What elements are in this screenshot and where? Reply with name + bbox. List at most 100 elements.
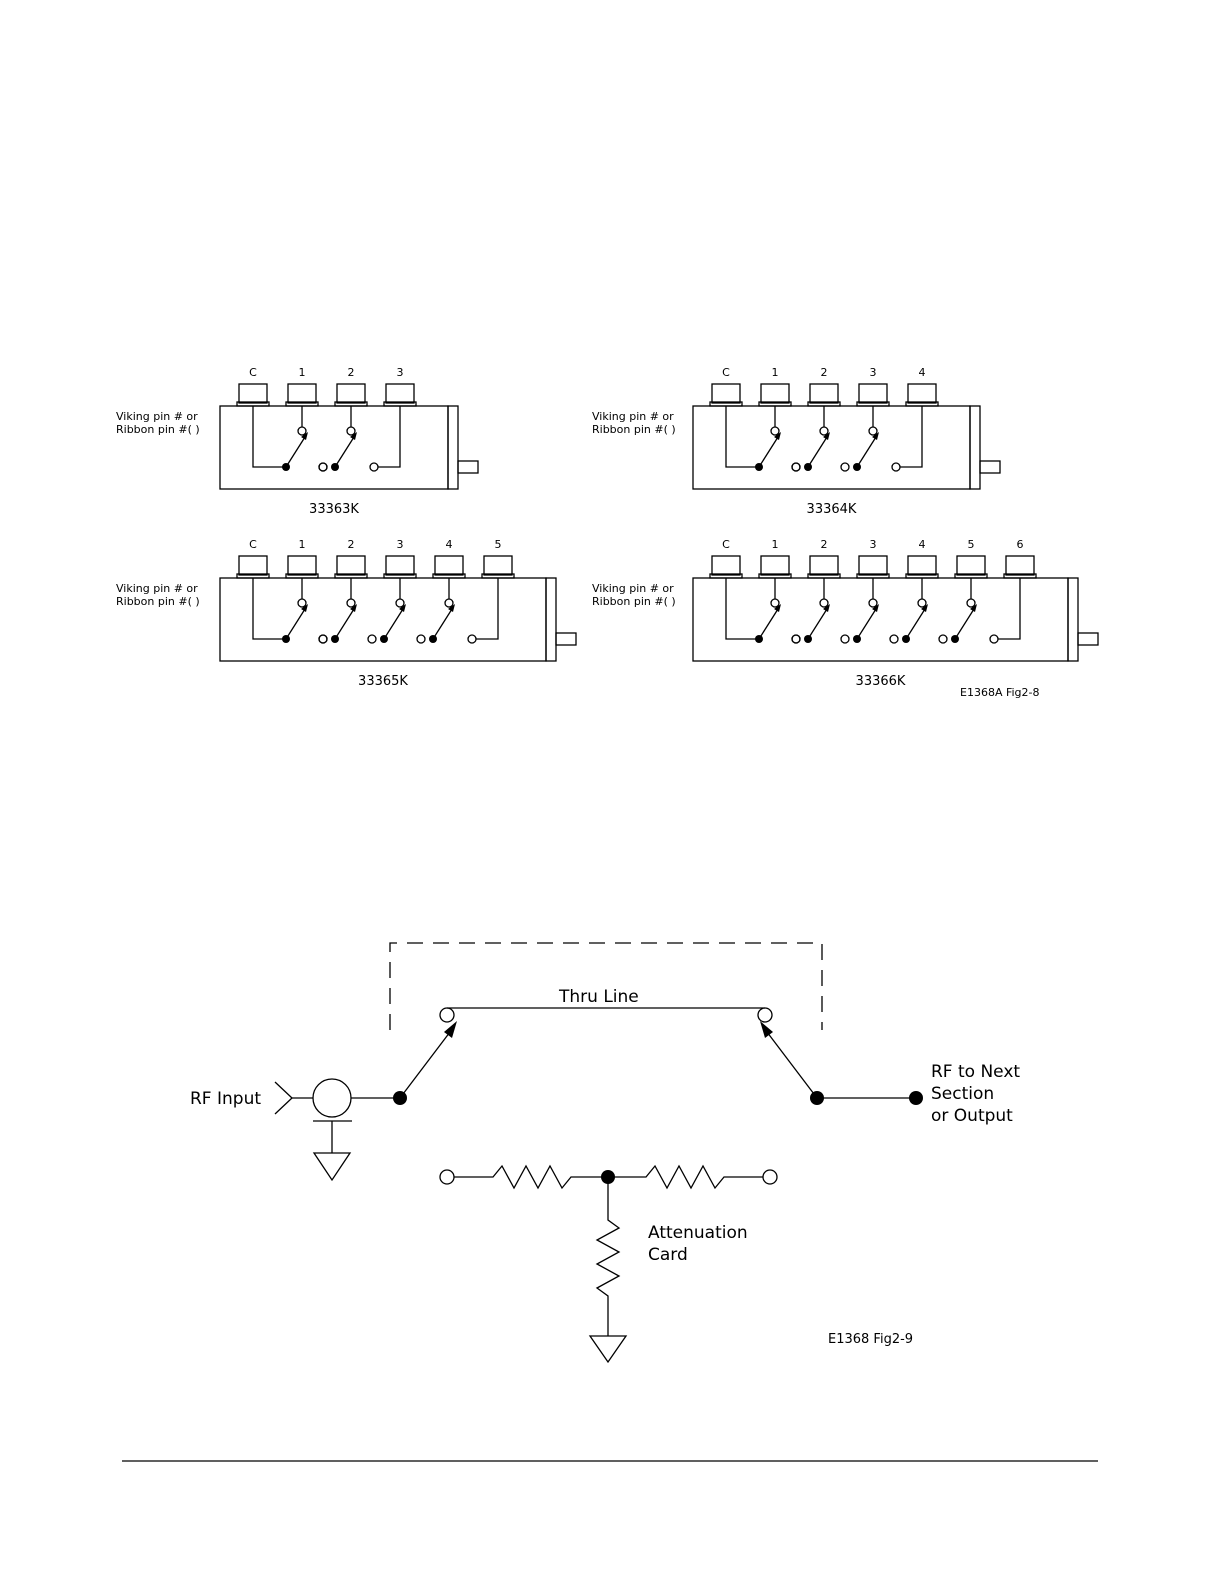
upper-contact-5: [967, 599, 975, 607]
pin-label-1: 1: [772, 366, 779, 379]
figure-2-8-id: E1368A Fig2-8: [960, 686, 1040, 699]
pin-label-2: 2: [821, 538, 828, 551]
pin-caption-line1: Viking pin # or: [116, 582, 198, 595]
connector-flange-C: [237, 402, 269, 406]
pin-label-4: 4: [919, 366, 926, 379]
thru-line-right-contact: [758, 1008, 772, 1022]
switch-side-plate: [970, 406, 980, 489]
model-label: 33364K: [807, 502, 857, 517]
switch-arrowhead: [872, 604, 879, 612]
switch-arm: [808, 609, 827, 639]
lower-contact: [792, 463, 800, 471]
switch-actuator: [1078, 633, 1098, 645]
connector-1: [761, 384, 789, 403]
pin-label-5: 5: [968, 538, 975, 551]
connector-flange-3: [857, 402, 889, 406]
switch-body: [220, 578, 546, 661]
connector-C: [239, 384, 267, 403]
coax-connector: [313, 1079, 351, 1117]
input-switch-arrowhead: [444, 1021, 457, 1038]
pin-label-3: 3: [870, 366, 877, 379]
lower-contact: [892, 463, 900, 471]
connector-flange-3: [857, 574, 889, 578]
pin-label-5: 5: [495, 538, 502, 551]
switch-arrowhead: [970, 604, 977, 612]
switch-arm: [335, 609, 354, 639]
connector-flange-2: [335, 574, 367, 578]
switch-actuator: [980, 461, 1000, 473]
lower-contact: [841, 463, 849, 471]
lower-contact: [368, 635, 376, 643]
upper-contact-2: [820, 427, 828, 435]
last-pin-wire: [378, 406, 400, 467]
switch-arrowhead: [399, 604, 406, 612]
common-wire: [726, 406, 759, 467]
switch-arrowhead: [921, 604, 928, 612]
pin-label-3: 3: [870, 538, 877, 551]
connector-4: [908, 384, 936, 403]
pin-caption-line1: Viking pin # or: [116, 410, 198, 423]
switch-arm: [906, 609, 925, 639]
attenuation-card-label-line2: Card: [648, 1245, 688, 1265]
lower-contact: [939, 635, 947, 643]
rf-output-label-line1: RF to Next: [931, 1062, 1020, 1082]
connector-1: [288, 556, 316, 575]
pin-label-C: C: [249, 538, 257, 551]
switch-arm: [759, 609, 778, 639]
lower-contact: [417, 635, 425, 643]
switch-body: [693, 578, 1068, 661]
pin-label-4: 4: [446, 538, 453, 551]
thru-line-label: Thru Line: [558, 987, 639, 1007]
output-switch-arm: [767, 1032, 817, 1098]
switch-arm: [955, 609, 974, 639]
lower-contact: [468, 635, 476, 643]
switch-arm: [808, 437, 827, 467]
model-label: 33363K: [309, 502, 359, 517]
connector-flange-2: [335, 402, 367, 406]
pin-caption-line2: Ribbon pin #( ): [592, 423, 676, 436]
attenuator-right-resistor: [608, 1166, 763, 1188]
upper-contact-3: [869, 427, 877, 435]
connector-flange-1: [286, 574, 318, 578]
attenuator-left-resistor: [454, 1166, 608, 1188]
pin-label-4: 4: [919, 538, 926, 551]
switch-side-plate: [546, 578, 556, 661]
switch-arrowhead: [301, 432, 308, 440]
connector-2: [810, 556, 838, 575]
connector-6: [1006, 556, 1034, 575]
pin-caption-line2: Ribbon pin #( ): [592, 595, 676, 608]
switch-arrowhead: [774, 604, 781, 612]
switch-arrowhead: [448, 604, 455, 612]
lower-contact: [319, 463, 327, 471]
connector-1: [288, 384, 316, 403]
switch-body: [693, 406, 970, 489]
switch-arrowhead: [823, 432, 830, 440]
pin-label-3: 3: [397, 366, 404, 379]
switch-arm: [857, 609, 876, 639]
upper-contact-4: [918, 599, 926, 607]
figure-2-9-id: E1368 Fig2-9: [828, 1332, 913, 1347]
connector-flange-3: [384, 574, 416, 578]
ground-icon-attenuator: [590, 1336, 626, 1362]
upper-contact-1: [298, 599, 306, 607]
pin-label-2: 2: [348, 538, 355, 551]
ground-icon-input: [314, 1153, 350, 1180]
common-wire: [253, 406, 286, 467]
connector-3: [386, 556, 414, 575]
connector-flange-4: [906, 574, 938, 578]
upper-contact-4: [445, 599, 453, 607]
output-node: [909, 1091, 923, 1105]
switch-arm: [433, 609, 452, 639]
pin-caption-line2: Ribbon pin #( ): [116, 423, 200, 436]
input-switch-arm: [400, 1032, 450, 1098]
pin-caption-line1: Viking pin # or: [592, 582, 674, 595]
pin-label-C: C: [722, 366, 730, 379]
attenuator-schematic: Thru Line RF Input RF to Next Section or…: [190, 943, 1020, 1362]
last-pin-wire: [476, 578, 498, 639]
switch-arm: [335, 437, 354, 467]
pin-label-1: 1: [299, 366, 306, 379]
connector-5: [484, 556, 512, 575]
